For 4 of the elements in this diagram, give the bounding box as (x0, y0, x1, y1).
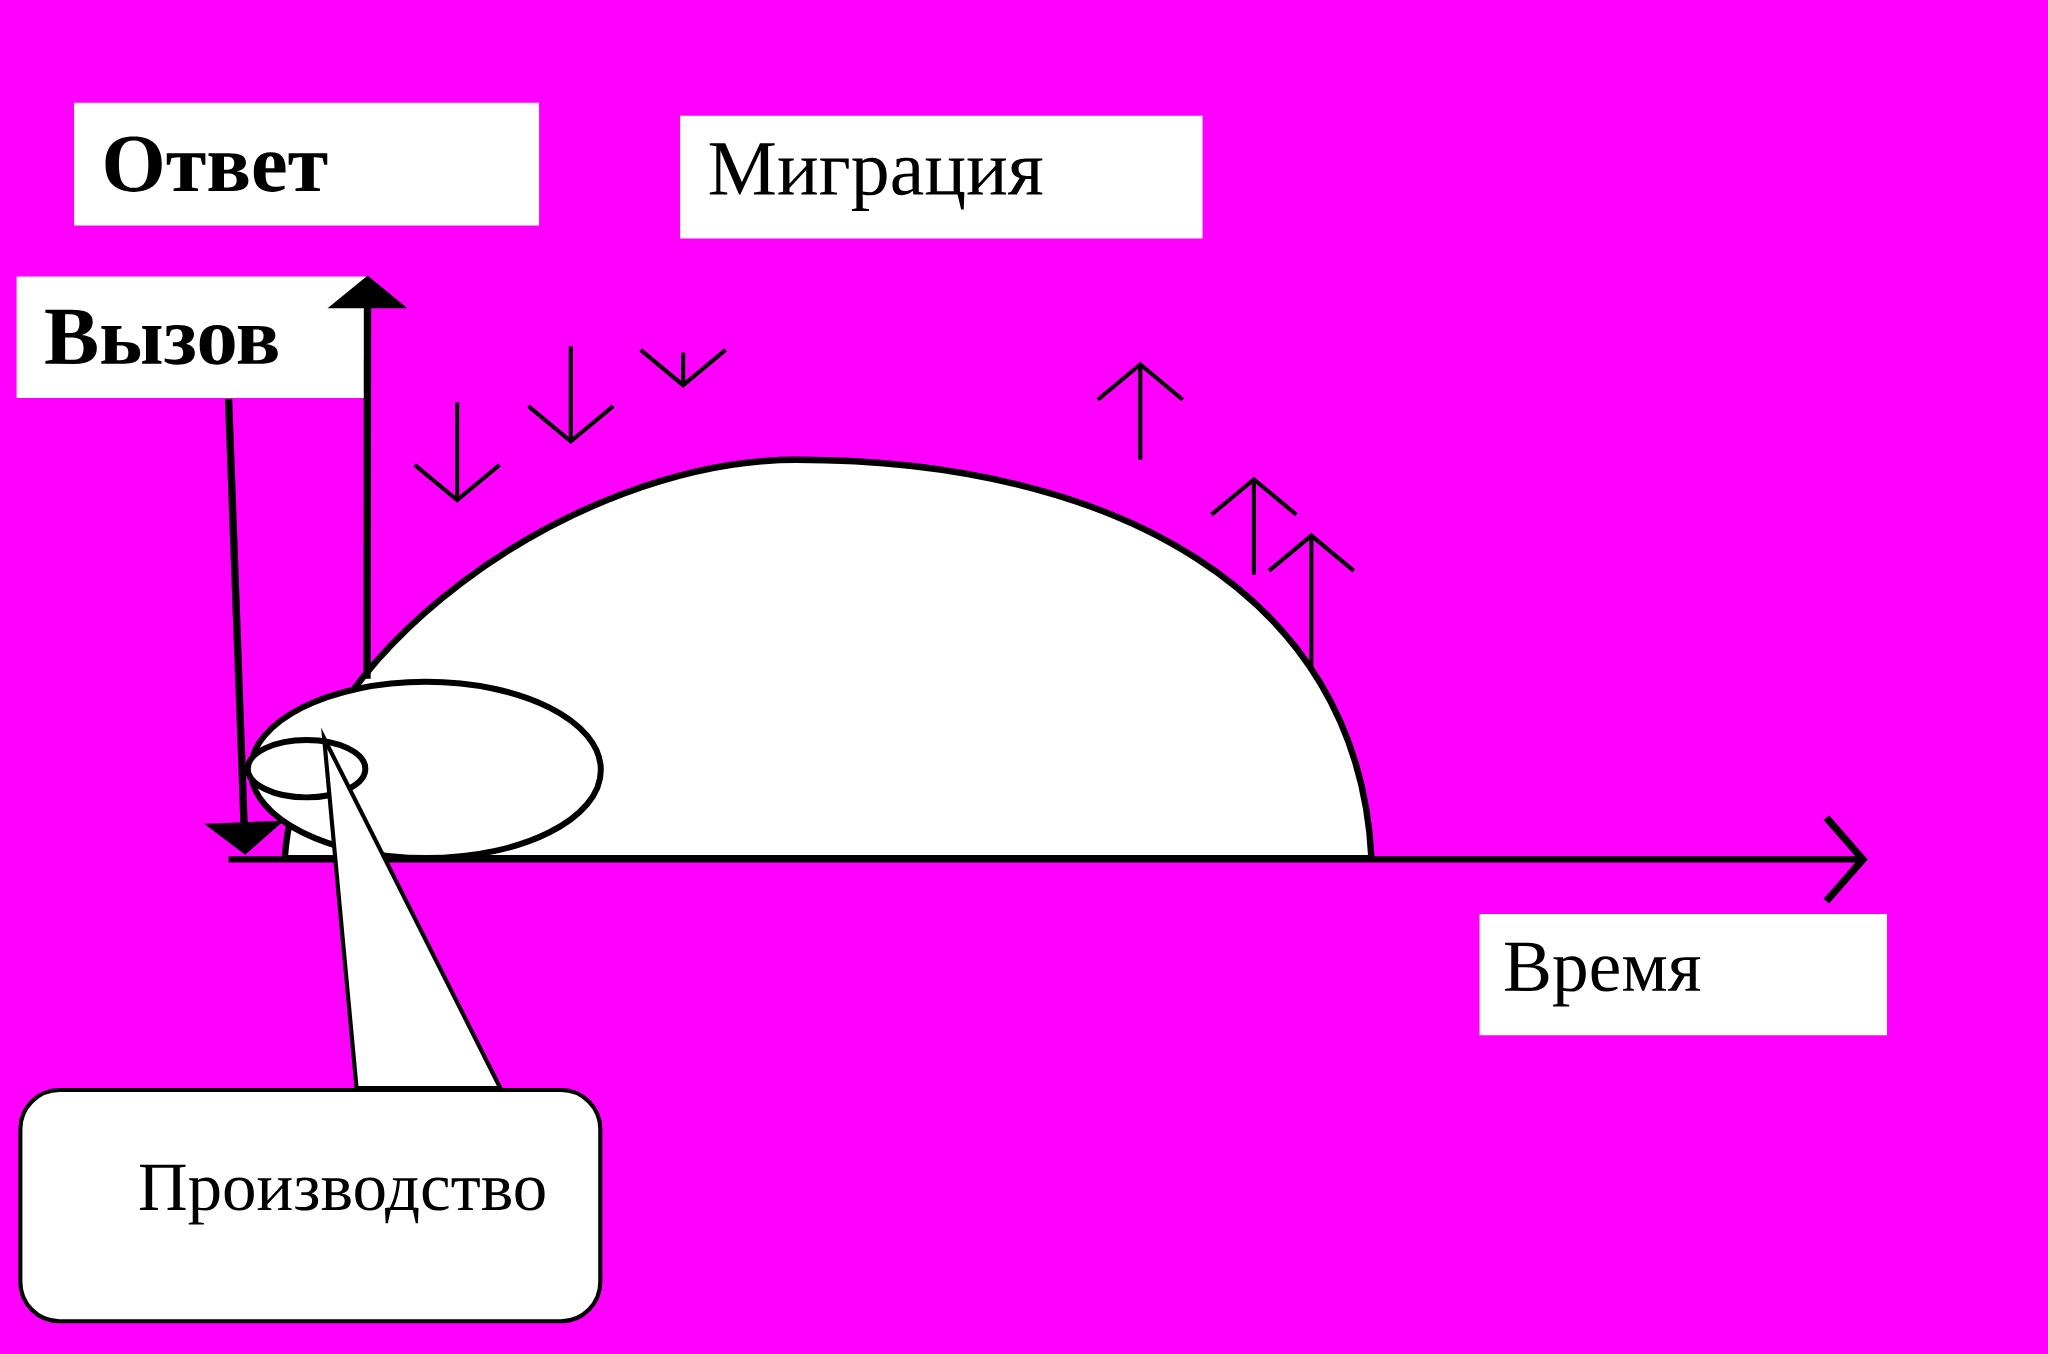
label-box: Ответ (74, 102, 540, 226)
label-box: Вызов (16, 276, 367, 398)
label-box: Время (1479, 913, 1887, 1036)
label-box: Миграция (680, 115, 1203, 239)
